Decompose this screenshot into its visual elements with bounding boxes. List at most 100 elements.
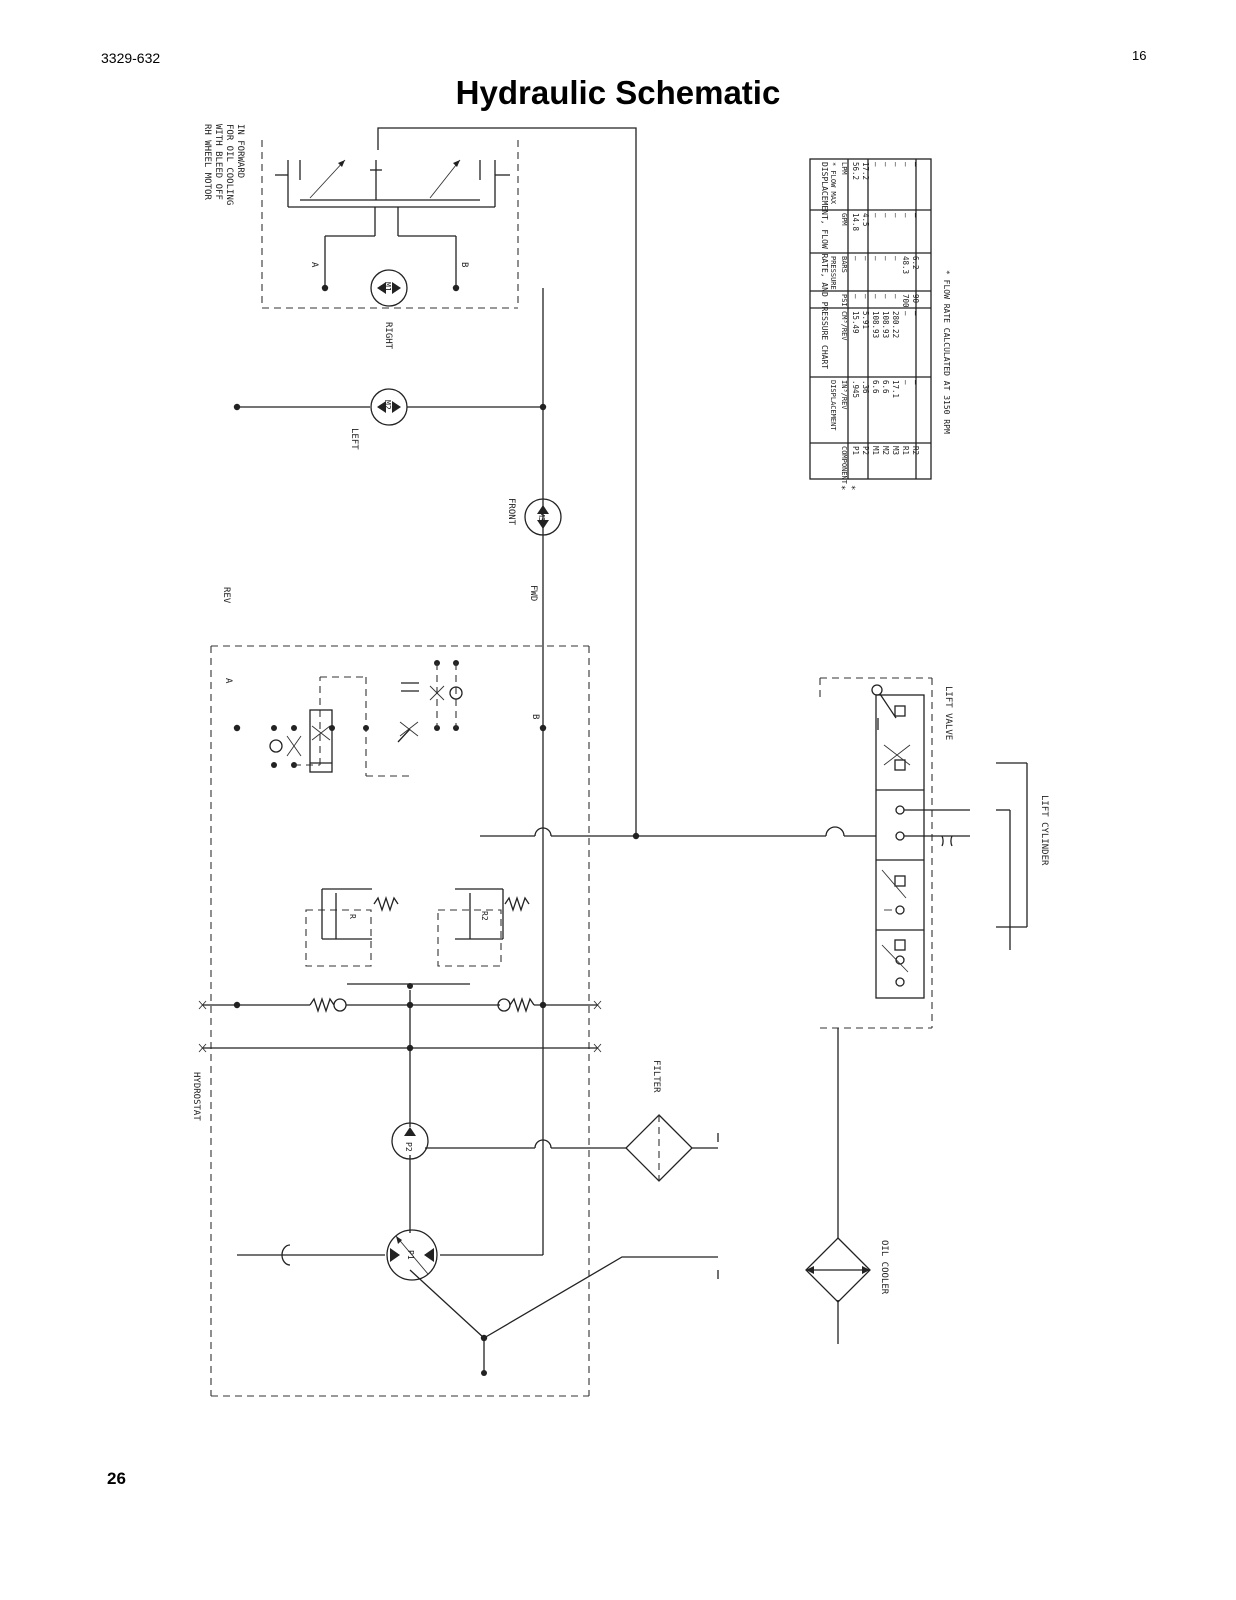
label-rh-motor-3: FOR OIL COOLING [224, 124, 234, 205]
page-reference: 16 [1132, 48, 1147, 63]
chart-row-marker: * [846, 485, 856, 490]
label-front: FRONT [506, 498, 516, 526]
chart-col-header: CM³/REV [840, 311, 848, 341]
chart-cell: R1 [901, 446, 910, 455]
chart-row-marker: * [836, 485, 846, 490]
chart-col-header: IN³/REV [840, 380, 848, 410]
label-port-a-top: A [309, 262, 319, 268]
label-oil-cooler: OIL COOLER [879, 1240, 889, 1295]
chart-cell: — [861, 294, 870, 299]
chart-cell: M2 [881, 446, 890, 455]
chart-cell: M1 [871, 446, 880, 455]
displacement-chart: DISPLACEMENT, FLOW RATE, AND PRESSURE CH… [809, 158, 951, 490]
chart-cell: P2 [861, 446, 870, 455]
document-code: 3329-632 [101, 50, 161, 66]
rh-wheel-motor-group: M1 A B RIGHT RH WHEEL MOTOR WITH BLEED O… [202, 124, 519, 350]
label-port-b-top: B [459, 262, 469, 267]
hydraulic-lines [233, 127, 876, 1376]
chart-cell: — [891, 162, 900, 167]
chart-cell: .945 [851, 380, 860, 398]
chart-cell: — [891, 256, 900, 261]
filter: FILTER [625, 1060, 693, 1182]
chart-cell: 14.8 [851, 213, 860, 232]
chart-cell: 48.3 [901, 256, 910, 274]
lift-valve: LIFT VALVE [819, 677, 970, 1029]
chart-cell: — [911, 162, 920, 167]
page-title: Hydraulic Schematic [455, 74, 781, 111]
chart-cell: — [901, 311, 910, 316]
label-m1: M1 [383, 282, 392, 292]
chart-cell: — [891, 213, 900, 218]
label-left: LEFT [349, 428, 359, 450]
chart-col-header: GPM [840, 213, 848, 226]
chart-cell: — [911, 213, 920, 218]
label-m3: M3 [537, 512, 546, 522]
chart-cell: — [861, 256, 870, 261]
chart-cell: — [871, 256, 880, 261]
chart-cell: — [901, 213, 910, 218]
label-rh-motor-1: RH WHEEL MOTOR [202, 124, 212, 200]
motor-m2: M2 LEFT [349, 388, 408, 450]
chart-col-header: PSI [840, 294, 848, 307]
chart-cell: 56.2 [851, 162, 860, 180]
label-port-a: A [223, 678, 233, 684]
chart-col-header: COMPONENT [840, 446, 848, 485]
motor-m3: M3 FRONT FWD REV [221, 498, 562, 604]
chart-cell: — [891, 294, 900, 299]
chart-cell: 15.49 [851, 311, 860, 334]
chart-cell: — [851, 256, 860, 261]
label-rh-motor-2: WITH BLEED OFF [213, 124, 223, 200]
label-m2: M2 [383, 400, 392, 410]
chart-cell: 4.5 [861, 213, 870, 227]
group-header-pressure: PRESSURE [829, 256, 837, 290]
chart-cell: 108.93 [871, 311, 880, 338]
label-lift-cylinder: LIFT CYLINDER [1039, 795, 1049, 866]
chart-cell: — [871, 294, 880, 299]
label-rev: REV [221, 587, 231, 604]
chart-cell: — [881, 213, 890, 218]
chart-col-header: BARS [840, 256, 848, 273]
oil-cooler: OIL COOLER [805, 1237, 889, 1303]
chart-cell: — [881, 294, 890, 299]
group-header-flow: * FLOW MAX [829, 162, 837, 205]
chart-col-header: LPM [840, 162, 848, 175]
page-number: 26 [107, 1469, 126, 1488]
chart-cell: 700 [901, 294, 910, 308]
chart-cell: P1 [851, 446, 860, 455]
hydrostat-group: HYDROSTAT A B [191, 645, 602, 1397]
chart-title: DISPLACEMENT, FLOW RATE, AND PRESSURE CH… [820, 162, 829, 369]
label-hydrostat: HYDROSTAT [191, 1072, 201, 1121]
chart-cell: — [881, 162, 890, 167]
label-p1: P1 [406, 1250, 415, 1260]
lift-cylinder: LIFT CYLINDER [996, 762, 1049, 950]
chart-cell: — [911, 380, 920, 385]
group-header-displacement: DISPLACEMENT [829, 380, 837, 431]
label-port-b: B [530, 714, 540, 719]
chart-cell: 17.2 [861, 162, 870, 180]
chart-cell: — [901, 380, 910, 385]
label-r: R [348, 914, 357, 919]
chart-cell: — [911, 311, 920, 316]
chart-cell: 90 [911, 294, 920, 304]
chart-cell: R2 [911, 446, 920, 455]
label-rh-motor-4: IN FORWARD [235, 124, 245, 178]
chart-cell: M3 [891, 446, 900, 455]
label-right: RIGHT [383, 322, 393, 350]
chart-cell: .36 [861, 380, 870, 394]
chart-cell: 5.91 [861, 311, 870, 329]
chart-footnote: * FLOW RATE CALCULATED AT 3150 RPM [942, 270, 951, 434]
label-r2: R2 [480, 911, 489, 921]
label-fwd: FWD [528, 585, 538, 601]
label-lift-valve: LIFT VALVE [943, 686, 953, 740]
label-filter: FILTER [651, 1060, 661, 1093]
chart-cell: — [871, 213, 880, 218]
chart-cell: 17.1 [891, 380, 900, 398]
label-p2: P2 [404, 1142, 413, 1152]
chart-cell: 6.6 [871, 380, 880, 394]
chart-cell: 280.22 [891, 311, 900, 338]
chart-cell: — [881, 256, 890, 261]
chart-cell: — [871, 162, 880, 167]
chart-cell: 108.93 [881, 311, 890, 338]
chart-cell: — [901, 162, 910, 167]
